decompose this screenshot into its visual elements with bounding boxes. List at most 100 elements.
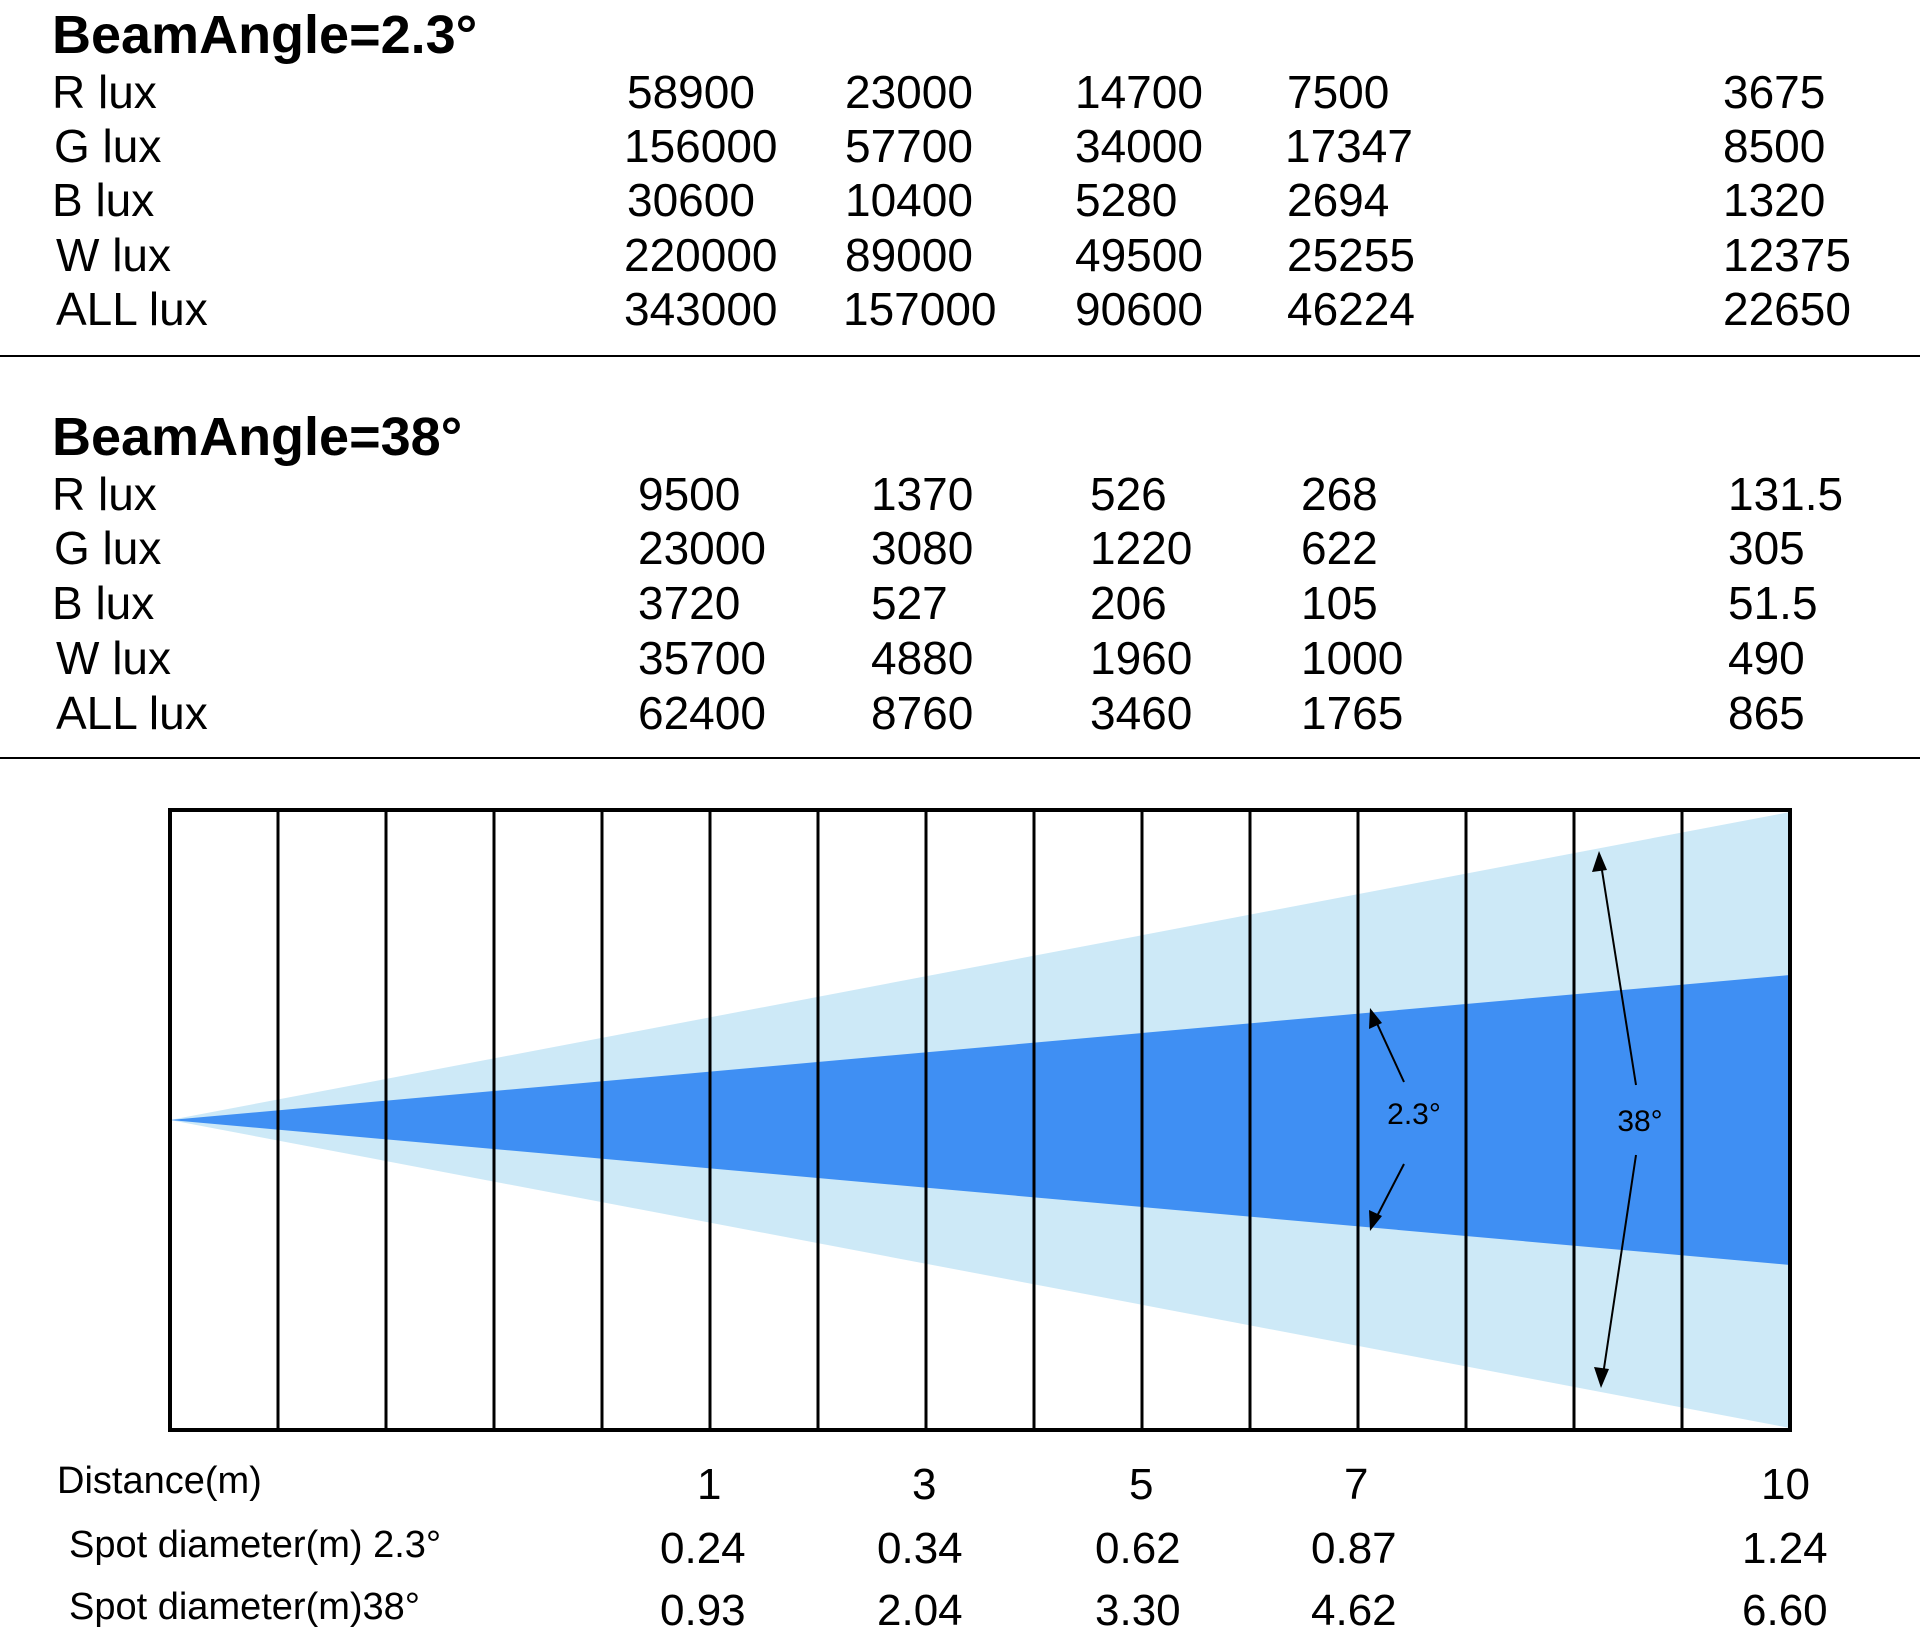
table-row: G lux 23000 3080 1220 622 305 [0, 521, 1920, 576]
arrowhead-icon [1369, 1008, 1382, 1029]
cell: 343000 [624, 283, 778, 335]
arrowhead-icon [1592, 851, 1607, 872]
cell: 23000 [638, 522, 766, 574]
beam-2-3-annotation: 2.3° [1369, 1008, 1441, 1231]
cell: 526 [1090, 468, 1167, 520]
cell: 8760 [871, 687, 974, 739]
arrow-line [1602, 1154, 1637, 1376]
cell: 4880 [871, 632, 974, 684]
cell: 90600 [1075, 283, 1203, 335]
spot-value: 4.62 [1311, 1586, 1397, 1635]
table-row: G lux 156000 57700 34000 17347 8500 [0, 119, 1920, 174]
spot-value: 0.87 [1311, 1524, 1397, 1573]
distance-value: 5 [1129, 1460, 1154, 1509]
cell: 156000 [624, 120, 778, 172]
row-label: Spot diameter(m)38° [69, 1586, 420, 1628]
cell: 1000 [1301, 632, 1404, 684]
cell: 5280 [1075, 174, 1178, 226]
row-label: G lux [54, 522, 162, 574]
arrowhead-icon [1369, 1210, 1382, 1231]
table-row: B lux 3720 527 206 105 51.5 [0, 576, 1920, 631]
cell: 1220 [1090, 522, 1193, 574]
cell: 8500 [1723, 120, 1826, 172]
beam-diagram: 2.3° 38° [168, 808, 1792, 1432]
table-row: W lux 220000 89000 49500 25255 12375 [0, 228, 1920, 283]
cell: 62400 [638, 687, 766, 739]
arrow-line [1373, 1163, 1405, 1223]
row-label: G lux [54, 120, 162, 172]
table-row: W lux 35700 4880 1960 1000 490 [0, 631, 1920, 686]
cell: 7500 [1287, 66, 1390, 118]
spot-value: 0.24 [660, 1524, 746, 1573]
beam-angle-label: 2.3° [1387, 1098, 1441, 1131]
spot-value: 3.30 [1095, 1586, 1181, 1635]
table-row: R lux 9500 1370 526 268 131.5 [0, 467, 1920, 522]
cell: 9500 [638, 468, 741, 520]
cell: 865 [1728, 687, 1805, 739]
cell: 1320 [1723, 174, 1826, 226]
cell: 268 [1301, 468, 1378, 520]
cell: 25255 [1287, 229, 1415, 281]
distance-value: 10 [1761, 1460, 1810, 1509]
section-divider [0, 757, 1920, 759]
section-divider [0, 355, 1920, 357]
grid-layer [168, 808, 1792, 1432]
cell: 3080 [871, 522, 974, 574]
row-label: R lux [52, 468, 157, 520]
cell: 89000 [845, 229, 973, 281]
cell: 51.5 [1728, 577, 1818, 629]
distance-value: 7 [1344, 1460, 1369, 1509]
spot-value: 0.93 [660, 1586, 746, 1635]
spot-value: 2.04 [877, 1586, 963, 1635]
cell: 105 [1301, 577, 1378, 629]
cell: 57700 [845, 120, 973, 172]
cell: 17347 [1285, 120, 1413, 172]
spot-value: 0.62 [1095, 1524, 1181, 1573]
diagram-frame [168, 808, 1792, 1432]
cell: 490 [1728, 632, 1805, 684]
cell: 23000 [845, 66, 973, 118]
cell: 35700 [638, 632, 766, 684]
row-label: B lux [52, 577, 155, 629]
cell: 49500 [1075, 229, 1203, 281]
beam-layer [170, 812, 1790, 1428]
cell: 58900 [627, 66, 755, 118]
table-title: BeamAngle=2.3° [52, 5, 478, 65]
cell: 1370 [871, 468, 974, 520]
cell: 30600 [627, 174, 755, 226]
beam-cone-narrow [170, 975, 1790, 1265]
row-label: ALL lux [56, 687, 208, 739]
row-label: W lux [56, 632, 171, 684]
table-row: B lux 30600 10400 5280 2694 1320 [0, 173, 1920, 228]
spot-value: 0.34 [877, 1524, 963, 1573]
row-label: B lux [52, 174, 155, 226]
spot-value: 6.60 [1742, 1586, 1828, 1635]
distance-value: 1 [697, 1460, 722, 1509]
cell: 131.5 [1728, 468, 1844, 520]
cell: 34000 [1075, 120, 1203, 172]
spot-value: 1.24 [1742, 1524, 1828, 1573]
arrowhead-icon [1594, 1367, 1609, 1388]
row-label: Distance(m) [57, 1460, 262, 1502]
cell: 206 [1090, 577, 1167, 629]
row-label: ALL lux [56, 283, 208, 335]
cell: 220000 [624, 229, 778, 281]
row-label: R lux [52, 66, 157, 118]
row-label: Spot diameter(m) 2.3° [69, 1524, 442, 1566]
cell: 14700 [1075, 66, 1203, 118]
beam-38-annotation: 38° [1592, 851, 1663, 1388]
arrow-line [1373, 1016, 1405, 1083]
cell: 3675 [1723, 66, 1826, 118]
beam-angle-label: 38° [1617, 1105, 1662, 1138]
cell: 622 [1301, 522, 1378, 574]
row-label: W lux [56, 229, 171, 281]
cell: 12375 [1723, 229, 1851, 281]
table-row: R lux 58900 23000 14700 7500 3675 [0, 65, 1920, 120]
cell: 10400 [845, 174, 973, 226]
cell: 46224 [1287, 283, 1415, 335]
cell: 3460 [1090, 687, 1193, 739]
spot-diameter-2-3-row: Spot diameter(m) 2.3° 0.24 0.34 0.62 0.8… [0, 1520, 1920, 1578]
arrow-line [1600, 863, 1637, 1086]
table-row: ALL lux 343000 157000 90600 46224 22650 [0, 282, 1920, 337]
cell: 157000 [843, 283, 997, 335]
